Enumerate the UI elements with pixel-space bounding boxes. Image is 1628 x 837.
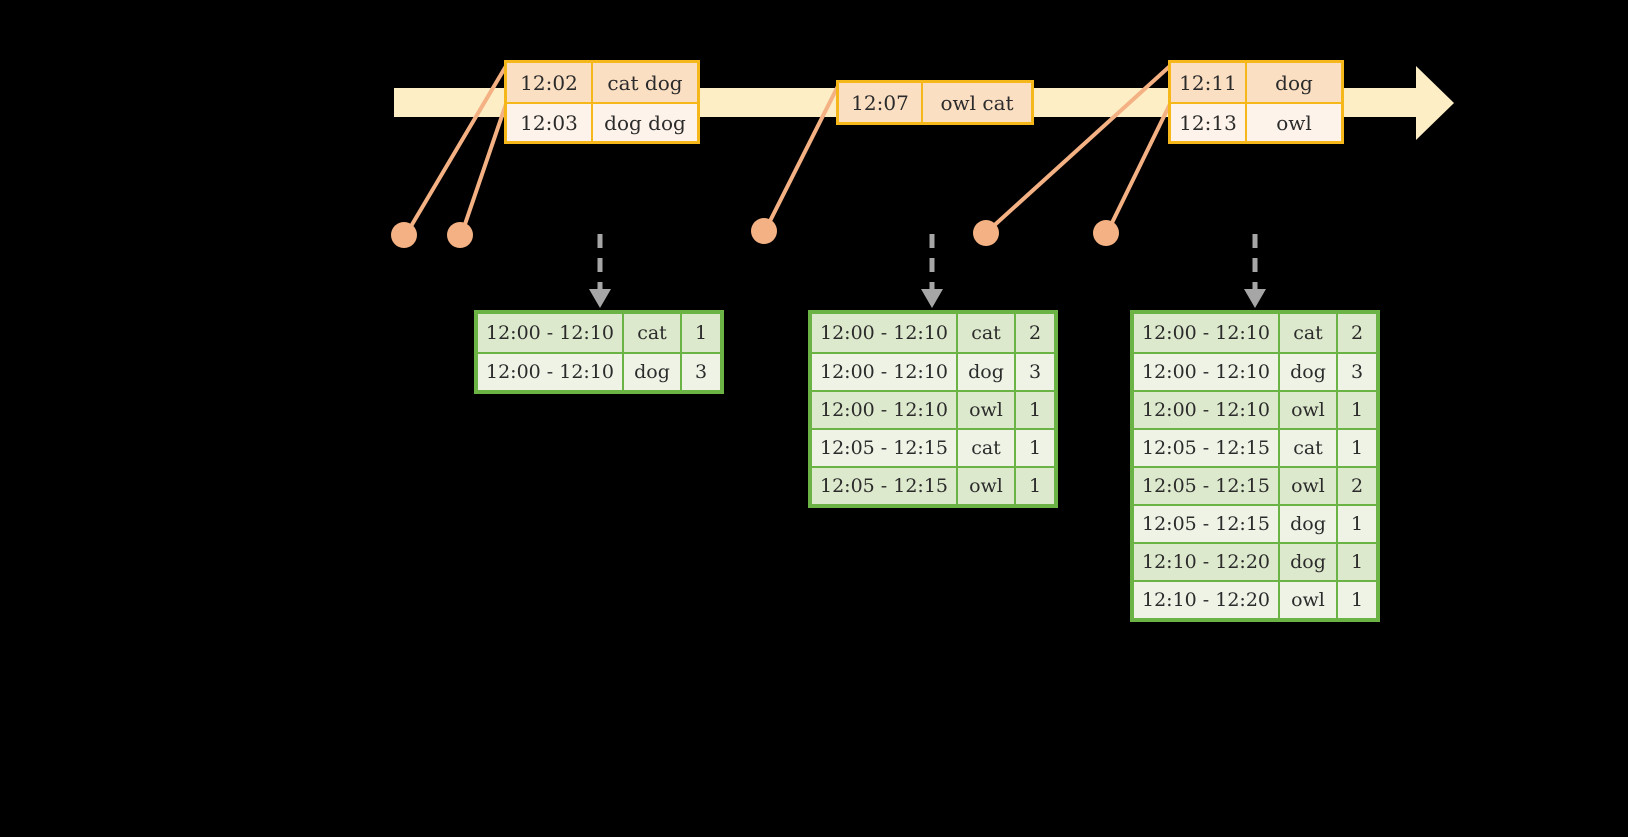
event-time: 12:02 [507,63,593,102]
result-table-2: 12:00 - 12:10 cat 2 12:00 - 12:10 dog 3 … [808,310,1058,508]
event-marker-5 [1093,220,1119,246]
result-window: 12:05 - 12:15 [812,430,958,466]
event-marker-1 [391,222,417,248]
connector-line-5 [1106,102,1172,233]
event-time: 12:13 [1171,104,1247,141]
table-row: 12:00 - 12:10 dog 3 [478,352,720,390]
result-key: cat [624,314,682,352]
dashed-arrow-2 [921,234,943,308]
result-window: 12:00 - 12:10 [1134,392,1280,428]
event-row: 12:13 owl [1171,102,1341,141]
table-row: 12:00 - 12:10 owl 1 [1134,390,1376,428]
result-window: 12:00 - 12:10 [812,354,958,390]
event-row: 12:07 owl cat [839,83,1031,122]
result-count: 1 [682,314,720,352]
result-window: 12:05 - 12:15 [1134,430,1280,466]
table-row: 12:10 - 12:20 dog 1 [1134,542,1376,580]
result-count: 1 [1016,468,1054,504]
result-count: 3 [682,354,720,390]
result-window: 12:00 - 12:10 [1134,314,1280,352]
result-count: 2 [1338,314,1376,352]
table-row: 12:05 - 12:15 owl 1 [812,466,1054,504]
table-row: 12:00 - 12:10 cat 1 [478,314,720,352]
result-key: cat [958,314,1016,352]
result-window: 12:00 - 12:10 [812,392,958,428]
table-row: 12:00 - 12:10 cat 2 [812,314,1054,352]
result-key: cat [1280,430,1338,466]
event-marker-4 [973,220,999,246]
result-table-3: 12:00 - 12:10 cat 2 12:00 - 12:10 dog 3 … [1130,310,1380,622]
result-count: 1 [1338,544,1376,580]
table-row: 12:05 - 12:15 owl 2 [1134,466,1376,504]
event-box-3: 12:11 dog 12:13 owl [1168,60,1344,144]
result-key: owl [958,392,1016,428]
result-window: 12:05 - 12:15 [1134,506,1280,542]
event-time: 12:11 [1171,63,1247,102]
event-marker-2 [447,222,473,248]
event-row: 12:02 cat dog [507,63,697,102]
result-count: 1 [1016,392,1054,428]
result-key: owl [1280,582,1338,618]
result-count: 3 [1338,354,1376,390]
event-time: 12:03 [507,104,593,141]
table-row: 12:00 - 12:10 owl 1 [812,390,1054,428]
result-key: dog [958,354,1016,390]
event-row: 12:03 dog dog [507,102,697,141]
result-count: 3 [1016,354,1054,390]
result-count: 1 [1338,430,1376,466]
event-time: 12:07 [839,83,923,122]
event-box-1: 12:02 cat dog 12:03 dog dog [504,60,700,144]
table-row: 12:10 - 12:20 owl 1 [1134,580,1376,618]
result-key: owl [958,468,1016,504]
event-payload: owl cat [923,83,1031,122]
event-box-2: 12:07 owl cat [836,80,1034,125]
result-key: dog [1280,506,1338,542]
result-count: 1 [1338,506,1376,542]
dashed-arrow-3 [1244,234,1266,308]
event-payload: dog [1247,63,1341,102]
event-row: 12:11 dog [1171,63,1341,102]
result-key: dog [1280,354,1338,390]
result-key: dog [1280,544,1338,580]
timeline-arrow-head-icon [1416,66,1454,140]
result-count: 1 [1338,392,1376,428]
result-count: 2 [1338,468,1376,504]
event-payload: owl [1247,104,1341,141]
result-window: 12:05 - 12:15 [1134,468,1280,504]
result-key: cat [958,430,1016,466]
result-key: owl [1280,392,1338,428]
connector-line-2 [460,102,508,235]
table-row: 12:05 - 12:15 cat 1 [812,428,1054,466]
result-key: owl [1280,468,1338,504]
result-table-1: 12:00 - 12:10 cat 1 12:00 - 12:10 dog 3 [474,310,724,394]
event-payload: dog dog [593,104,697,141]
result-count: 2 [1016,314,1054,352]
table-row: 12:00 - 12:10 cat 2 [1134,314,1376,352]
dashed-arrow-1 [589,234,611,308]
result-key: dog [624,354,682,390]
result-window: 12:05 - 12:15 [812,468,958,504]
result-window: 12:00 - 12:10 [478,314,624,352]
result-window: 12:00 - 12:10 [812,314,958,352]
event-marker-3 [751,218,777,244]
result-key: cat [1280,314,1338,352]
result-count: 1 [1338,582,1376,618]
table-row: 12:00 - 12:10 dog 3 [1134,352,1376,390]
result-window: 12:10 - 12:20 [1134,582,1280,618]
result-window: 12:10 - 12:20 [1134,544,1280,580]
result-window: 12:00 - 12:10 [1134,354,1280,390]
result-window: 12:00 - 12:10 [478,354,624,390]
table-row: 12:05 - 12:15 cat 1 [1134,428,1376,466]
result-count: 1 [1016,430,1054,466]
event-payload: cat dog [593,63,697,102]
table-row: 12:05 - 12:15 dog 1 [1134,504,1376,542]
table-row: 12:00 - 12:10 dog 3 [812,352,1054,390]
